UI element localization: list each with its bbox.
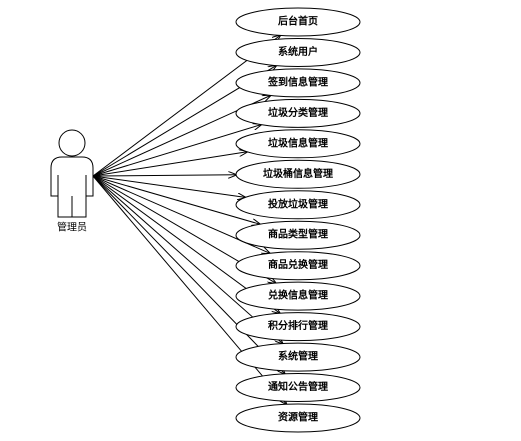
use-case-label: 垃圾信息管理 (268, 136, 328, 149)
association-arrow (92, 175, 283, 344)
use-case-ellipse (235, 251, 361, 281)
use-case: 垃圾桶信息管理 (235, 159, 361, 189)
use-case-label: 积分排行管理 (268, 319, 328, 332)
use-case: 商品兑换管理 (235, 251, 361, 281)
use-case: 资源管理 (235, 403, 361, 433)
association-arrow (92, 152, 247, 177)
use-case-label: 商品兑换管理 (268, 258, 328, 271)
use-case-label: 商品类型管理 (268, 228, 328, 241)
use-case-label: 通知公告管理 (268, 380, 328, 393)
use-case: 后台首页 (235, 7, 361, 37)
actor-admin: 管理员 (50, 129, 94, 234)
association-arrow (92, 175, 245, 197)
use-case: 投放垃圾管理 (235, 190, 361, 220)
actor-label: 管理员 (57, 221, 87, 234)
use-case-label: 资源管理 (278, 411, 318, 424)
use-case: 通知公告管理 (235, 373, 361, 402)
association-arrow (92, 125, 261, 177)
use-case: 垃圾分类管理 (235, 98, 361, 128)
use-case-label: 垃圾分类管理 (268, 106, 328, 119)
association-arrow (92, 175, 285, 374)
use-case-label: 投放垃圾管理 (268, 197, 328, 210)
person-icon (50, 129, 94, 218)
use-case-ellipse (235, 281, 361, 311)
use-case-ellipse (235, 68, 361, 98)
use-case-ellipse (235, 7, 361, 37)
use-case-ellipse (235, 220, 361, 250)
use-case: 系统用户 (235, 38, 361, 67)
use-case-label: 系统用户 (278, 45, 318, 58)
use-case: 兑换信息管理 (235, 281, 361, 311)
use-case-ellipse (235, 373, 361, 402)
use-case: 签到信息管理 (235, 68, 361, 98)
use-case-ellipse (235, 129, 361, 159)
association-arrow (92, 175, 260, 224)
use-case-ellipse (235, 342, 361, 372)
use-case-label: 后台首页 (278, 15, 318, 28)
use-case-list: 后台首页系统用户签到信息管理垃圾分类管理垃圾信息管理垃圾桶信息管理投放垃圾管理商… (235, 7, 361, 433)
use-case-label: 垃圾桶信息管理 (263, 167, 333, 180)
use-case: 系统管理 (235, 342, 361, 372)
use-case-ellipse (235, 190, 361, 220)
use-case-ellipse (235, 98, 361, 128)
use-case-ellipse (235, 312, 361, 342)
use-case-ellipse (235, 159, 361, 189)
use-case-label: 签到信息管理 (267, 75, 328, 88)
use-case: 垃圾信息管理 (235, 129, 361, 159)
use-case: 商品类型管理 (235, 220, 361, 250)
use-case-label: 系统管理 (278, 350, 318, 363)
use-case: 积分排行管理 (235, 312, 361, 342)
use-case-ellipse (235, 403, 361, 433)
use-case-ellipse (235, 38, 361, 67)
association-arrow (92, 175, 236, 176)
use-case-label: 兑换信息管理 (268, 289, 328, 302)
